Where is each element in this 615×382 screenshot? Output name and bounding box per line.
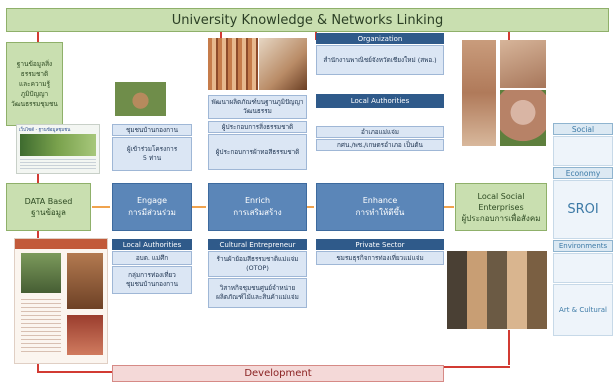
economy-label: Economy xyxy=(553,167,613,179)
sroi-panel: SROI xyxy=(553,180,613,239)
engage-cell-community: ชุมชนบ้านกองกาน xyxy=(112,124,192,136)
top-connector-1 xyxy=(220,32,222,42)
engage-label-en: Engage xyxy=(136,196,168,205)
development-banner: Development xyxy=(112,365,444,382)
engage-participants-line-1: ผู้เข้าร่วมโครงการ xyxy=(126,145,178,153)
enhance-authorities-cell-1: อำเภอแม่แจ่ม xyxy=(316,126,444,138)
local-knowledge-line-2: และความรู้ภูมิปัญญา xyxy=(18,80,51,98)
website-caption: เว็บไซต์ - ฐานข้อมูลชุมชน xyxy=(19,128,71,133)
data-based-th: ฐานข้อมูล xyxy=(31,208,66,217)
arrow-line-3 xyxy=(307,206,314,208)
sroi-label: SROI xyxy=(567,202,599,217)
website-text-lines xyxy=(20,159,96,169)
brochure-image xyxy=(14,238,108,364)
right-connector xyxy=(508,32,510,44)
enterprise-line-1: Local Social xyxy=(477,191,525,201)
private-sector-cell: ชมรมธุรกิจการท่องเที่ยวแม่แจ่ม xyxy=(316,251,444,265)
organization-header: Organization xyxy=(316,33,444,44)
engage-cell-participants: ผู้เข้าร่วมโครงการ 5 ท่าน xyxy=(112,137,192,171)
enhance-authorities-cell-2: กศน./พช./เกษตรอำเภอ เป็นต้น xyxy=(316,139,444,151)
enterprise-box: Local Social Enterprises ผู้ประกอบการเพื… xyxy=(455,183,547,231)
village-aerial-photo xyxy=(115,82,166,116)
enrich-cell-develop: พัฒนาผลิตภัณฑ์บนฐานภูมิปัญญาวัฒนธรรม xyxy=(208,95,307,119)
local-knowledge-line-1: ฐานข้อมูลสิ่งธรรมชาติ xyxy=(16,60,53,78)
enrich-box: Enrich การเสริมสร้าง xyxy=(208,183,307,231)
engage-authorities-line-2: กลุ่มการท่องเที่ยว xyxy=(128,271,176,279)
brochure-photo-1 xyxy=(21,253,61,293)
brochure-photo-3 xyxy=(67,315,103,355)
enrich-label-en: Enrich xyxy=(244,196,271,205)
enhance-label-th: การทำให้ดีขึ้น xyxy=(355,208,405,217)
brochure-photo-2 xyxy=(67,253,103,309)
enhance-box: Enhance การทำให้ดีขึ้น xyxy=(316,183,444,231)
left-bottom-line xyxy=(37,371,113,373)
engage-authorities-line-3: ชุมชนบ้านกองกาน xyxy=(126,280,178,288)
enrich-cell-natural: ผู้ประกอบการสิ่งธรรมชาติ xyxy=(208,121,307,133)
arrow-line-2 xyxy=(192,206,206,208)
website-screenshot: เว็บไซต์ - ฐานข้อมูลชุมชน xyxy=(16,124,100,174)
enrich-label-th: การเสริมสร้าง xyxy=(233,208,282,217)
enhance-label-en: Enhance xyxy=(362,196,398,205)
local-knowledge-box: ฐานข้อมูลสิ่งธรรมชาติ และความรู้ภูมิปัญญ… xyxy=(6,42,63,126)
enrich-entrepreneur-cell-2: วิสาหกิจชุมชนศูนย์จำหน่ายผลิตภัณฑ์ไม้และ… xyxy=(208,278,307,308)
arrow-line-1 xyxy=(92,206,110,208)
fabric-photo-3 xyxy=(500,90,546,146)
data-based-en: DATA Based xyxy=(24,197,73,206)
data-based-box: DATA Based ฐานข้อมูล xyxy=(6,183,91,231)
brochure-header xyxy=(15,239,107,249)
right-bottom-h xyxy=(444,366,510,368)
bags-photo xyxy=(447,251,547,329)
enterprise-line-2: Enterprises xyxy=(478,202,524,212)
private-sector-header: Private Sector xyxy=(316,239,444,250)
fabric-photo-2 xyxy=(500,40,546,88)
top-banner-title: University Knowledge & Networks Linking xyxy=(6,8,609,32)
environments-label: Environments xyxy=(553,240,613,252)
social-label: Social xyxy=(553,123,613,135)
weaving-photo xyxy=(208,38,258,90)
brochure-text xyxy=(21,299,61,353)
enrich-entrepreneur-cell-1: ร้านผ้าย้อมสีธรรมชาติแม่แจ่ม (OTOP) xyxy=(208,251,307,277)
engage-authorities-cell-2: กลุ่มการท่องเที่ยว ชุมชนบ้านกองกาน xyxy=(112,266,192,294)
fabric-photo-1 xyxy=(462,40,496,146)
product-photo xyxy=(259,38,307,90)
engage-authorities-header: Local Authorities xyxy=(112,239,192,250)
arrow-line-4 xyxy=(444,206,454,208)
social-panel xyxy=(553,136,613,166)
environments-panel xyxy=(553,253,613,283)
engage-label-th: การมีส่วนร่วม xyxy=(128,208,176,217)
engage-box: Engage การมีส่วนร่วม xyxy=(112,183,192,231)
enrich-entrepreneur-header: Cultural Entrepreneur xyxy=(208,239,307,250)
organization-cell: สำนักงานพาณิชย์จังหวัดเชียงใหม่ (สพอ.) xyxy=(316,45,444,75)
enrich-cell-weaving: ผู้ประกอบการผ้าทอสีธรรมชาติ xyxy=(208,134,307,170)
enrich-entrepreneur-line-1: ร้านผ้าย้อมสีธรรมชาติแม่แจ่ม xyxy=(216,255,299,263)
engage-participants-line-2: 5 ท่าน xyxy=(142,154,162,162)
website-banner-image xyxy=(20,134,96,156)
engage-authorities-cell-1: อบต. แม่ศึก xyxy=(112,251,192,265)
right-bottom-line xyxy=(508,330,510,365)
enrich-entrepreneur-line-2: (OTOP) xyxy=(246,264,269,272)
enterprise-line-3: ผู้ประกอบการเพื่อสังคม xyxy=(461,213,541,223)
local-knowledge-line-3: วัฒนธรรมชุมชน xyxy=(11,100,58,108)
art-cultural-panel: Art & Cultural xyxy=(553,284,613,336)
art-cultural-label: Art & Cultural xyxy=(559,306,607,314)
enhance-authorities-header: Local Authorities xyxy=(316,94,444,108)
